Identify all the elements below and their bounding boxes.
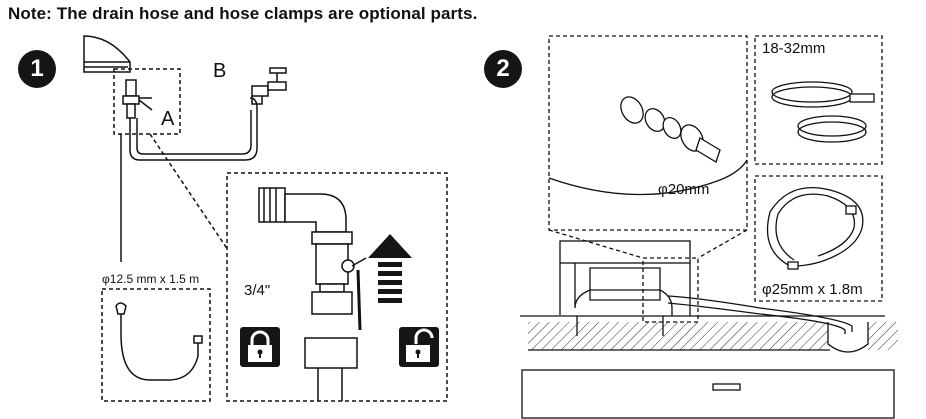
label-b: B [213, 60, 227, 82]
step-2-badge: 2 [484, 50, 522, 88]
note-text: Note: The drain hose and hose clamps are… [8, 4, 478, 23]
hose-spec-label: φ12.5 mm x 1.5 m [102, 272, 200, 286]
drain-hose-spec-label: φ25mm x 1.8m [762, 281, 863, 298]
step-2-illustration [520, 35, 898, 419]
step-1-badge: 1 [18, 50, 56, 88]
step-1-illustration [83, 35, 448, 402]
up-arrow-icon [368, 234, 412, 303]
unlocked-padlock-icon [399, 327, 439, 367]
outlet-diameter-label: φ20mm [658, 181, 710, 198]
thread-size-label: 3/4" [244, 282, 271, 299]
label-a: A [161, 108, 175, 130]
locked-padlock-icon [240, 327, 280, 367]
clamp-range-label: 18-32mm [762, 40, 826, 57]
